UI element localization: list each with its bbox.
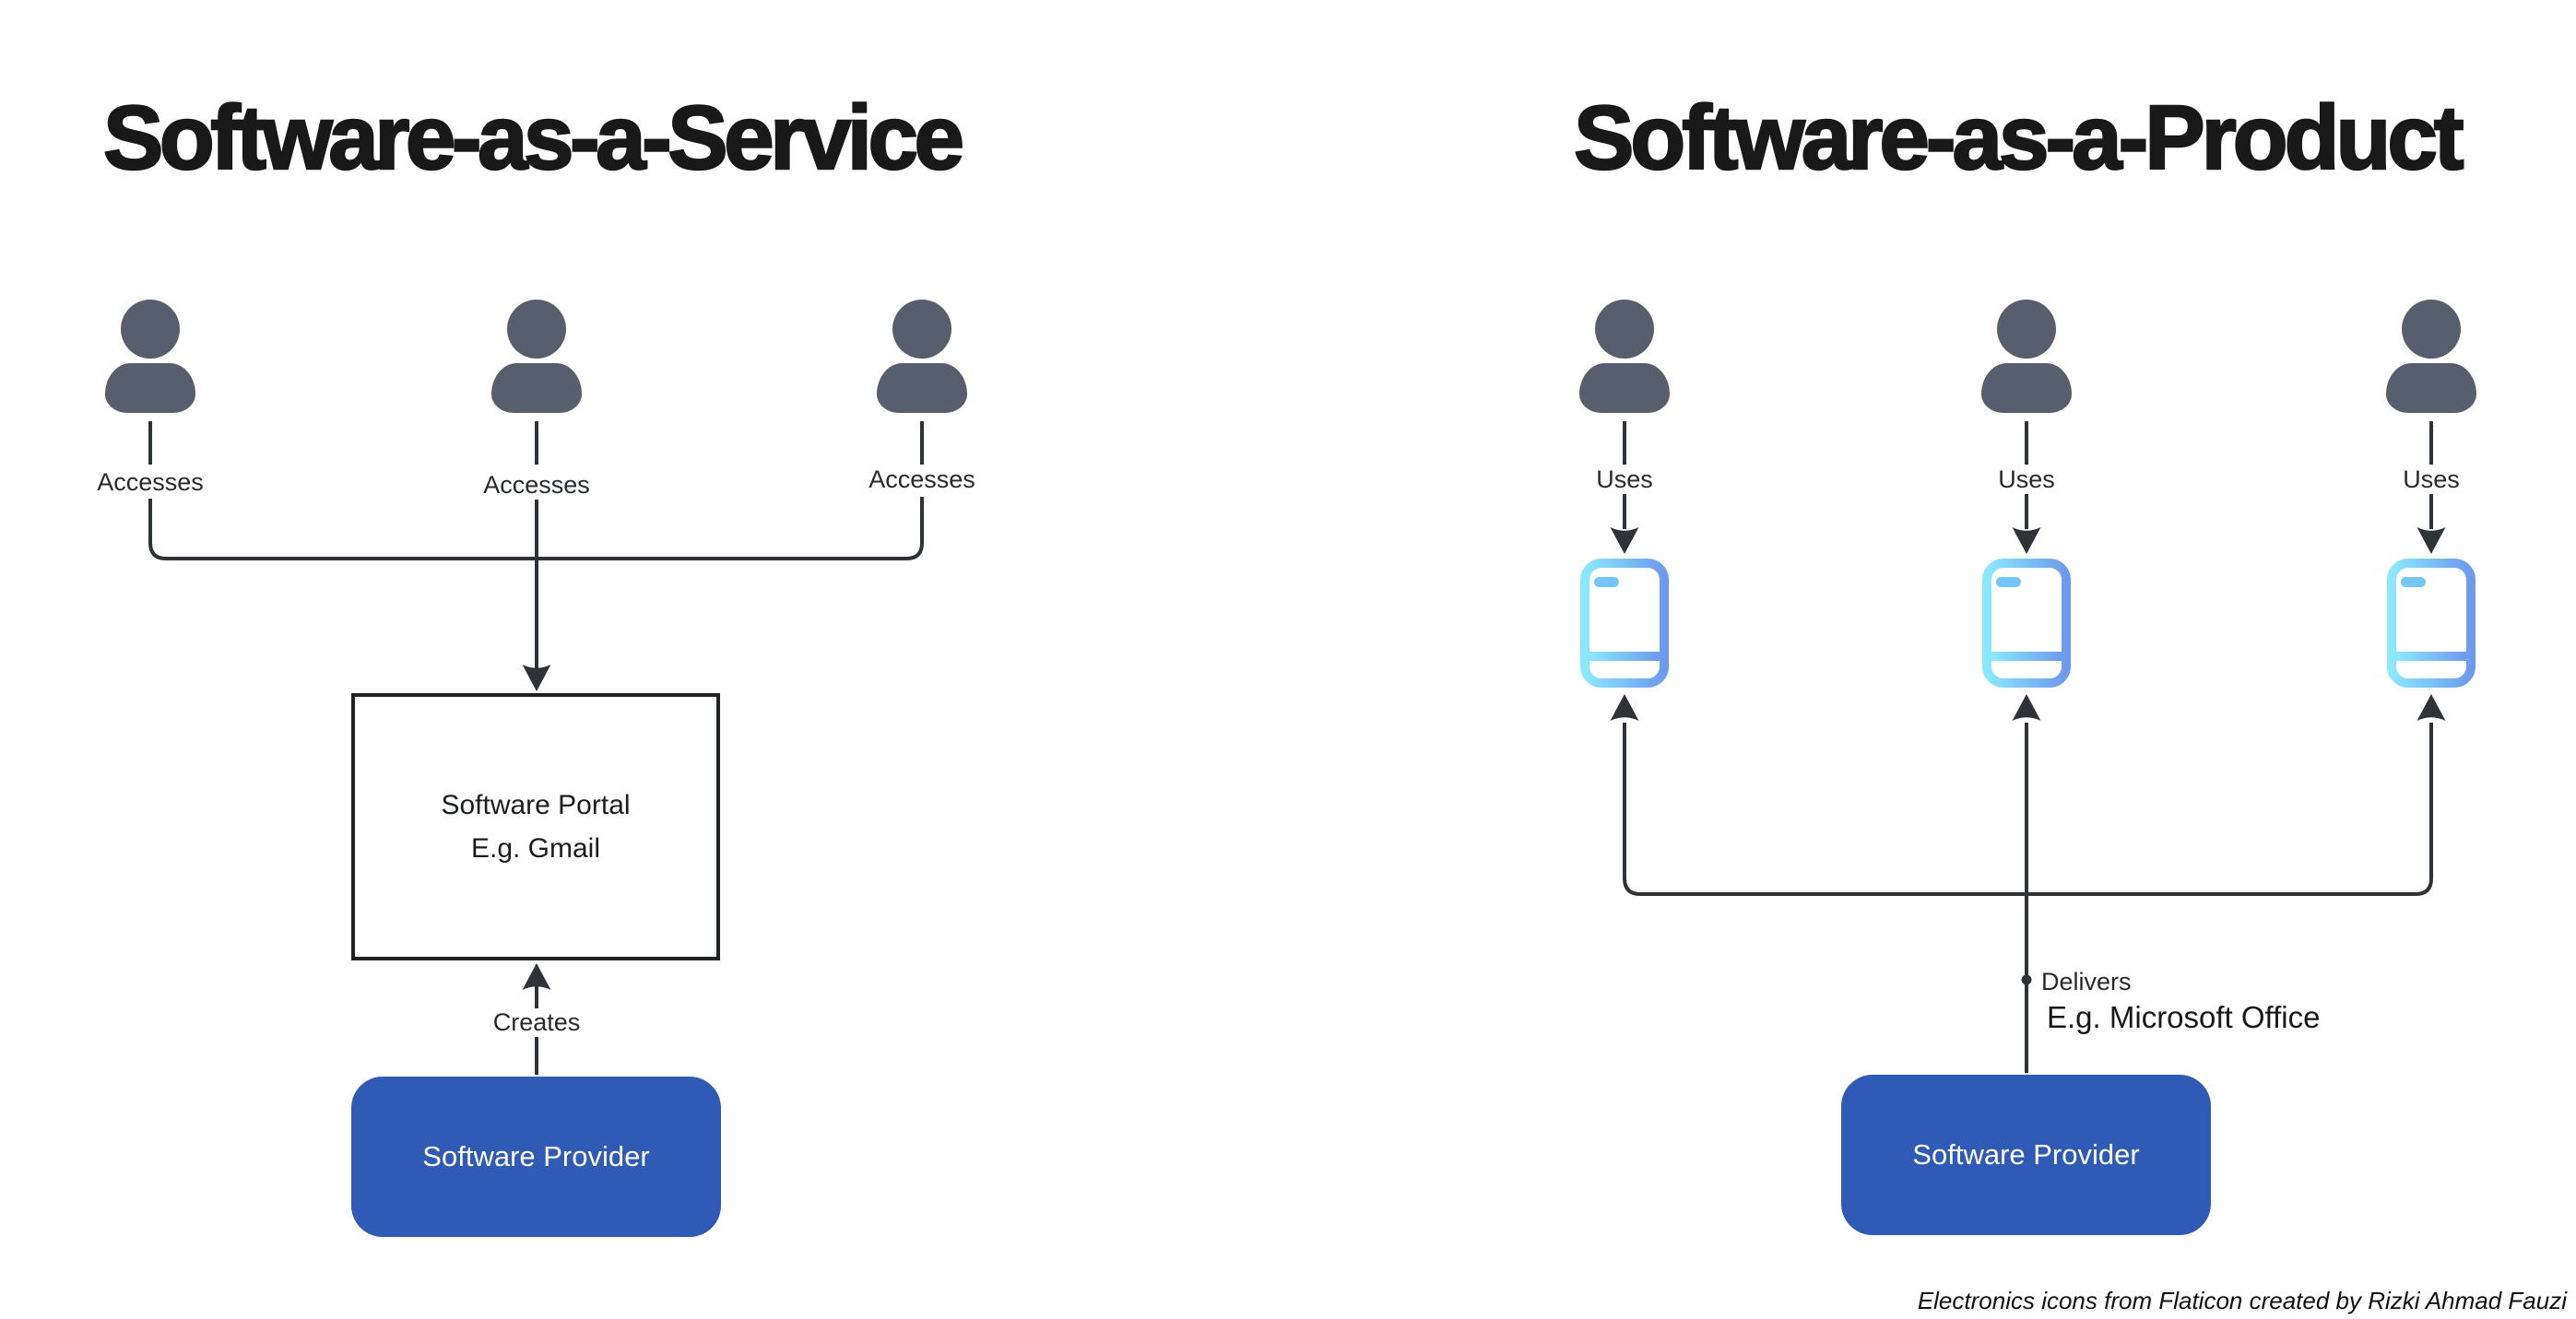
user-icon bbox=[105, 300, 195, 414]
smartphone-icon bbox=[2387, 559, 2476, 688]
user-torso-icon bbox=[491, 363, 582, 413]
provider-label: Software Provider bbox=[422, 1140, 650, 1172]
user-head-icon bbox=[1595, 300, 1654, 359]
user-torso-icon bbox=[1981, 363, 2072, 413]
software-provider-node: Software Provider bbox=[351, 1077, 721, 1237]
user-head-icon bbox=[507, 300, 566, 359]
delivers-label: Delivers bbox=[2038, 968, 2135, 997]
user-torso-icon bbox=[2386, 363, 2476, 413]
user-head-icon bbox=[121, 300, 180, 359]
icon-attribution: Electronics icons from Flaticon created … bbox=[1917, 1287, 2567, 1314]
user-head-icon bbox=[2402, 300, 2461, 359]
user-head-icon bbox=[892, 300, 951, 359]
creates-label: Creates bbox=[487, 1008, 586, 1038]
delivers-example-label: E.g. Microsoft Office bbox=[2043, 1000, 2324, 1035]
software-provider-node: Software Provider bbox=[1841, 1075, 2211, 1235]
saas-title: Software-as-a-Service bbox=[102, 87, 965, 188]
uses-label: Uses bbox=[2397, 465, 2465, 495]
accesses-label: Accesses bbox=[91, 468, 209, 498]
smartphone-icon bbox=[1982, 559, 2071, 688]
user-icon bbox=[877, 300, 967, 414]
portal-title: Software Portal bbox=[441, 790, 631, 820]
user-torso-icon bbox=[105, 363, 195, 413]
user-head-icon bbox=[1997, 300, 2056, 359]
software-portal-node: Software Portal E.g. Gmail bbox=[351, 693, 720, 960]
uses-label: Uses bbox=[1590, 465, 1659, 495]
portal-example: E.g. Gmail bbox=[470, 833, 601, 864]
user-icon bbox=[1981, 300, 2072, 414]
user-icon bbox=[1579, 300, 1670, 414]
user-icon bbox=[491, 300, 582, 414]
accesses-label: Accesses bbox=[478, 471, 596, 501]
saap-title: Software-as-a-Product bbox=[1573, 87, 2465, 188]
user-icon bbox=[2386, 300, 2476, 414]
user-torso-icon bbox=[877, 363, 967, 413]
uses-label: Uses bbox=[1992, 465, 2061, 495]
provider-label: Software Provider bbox=[1912, 1138, 2140, 1171]
smartphone-icon bbox=[1580, 559, 1669, 688]
user-torso-icon bbox=[1579, 363, 1670, 413]
accesses-label: Accesses bbox=[863, 465, 981, 495]
